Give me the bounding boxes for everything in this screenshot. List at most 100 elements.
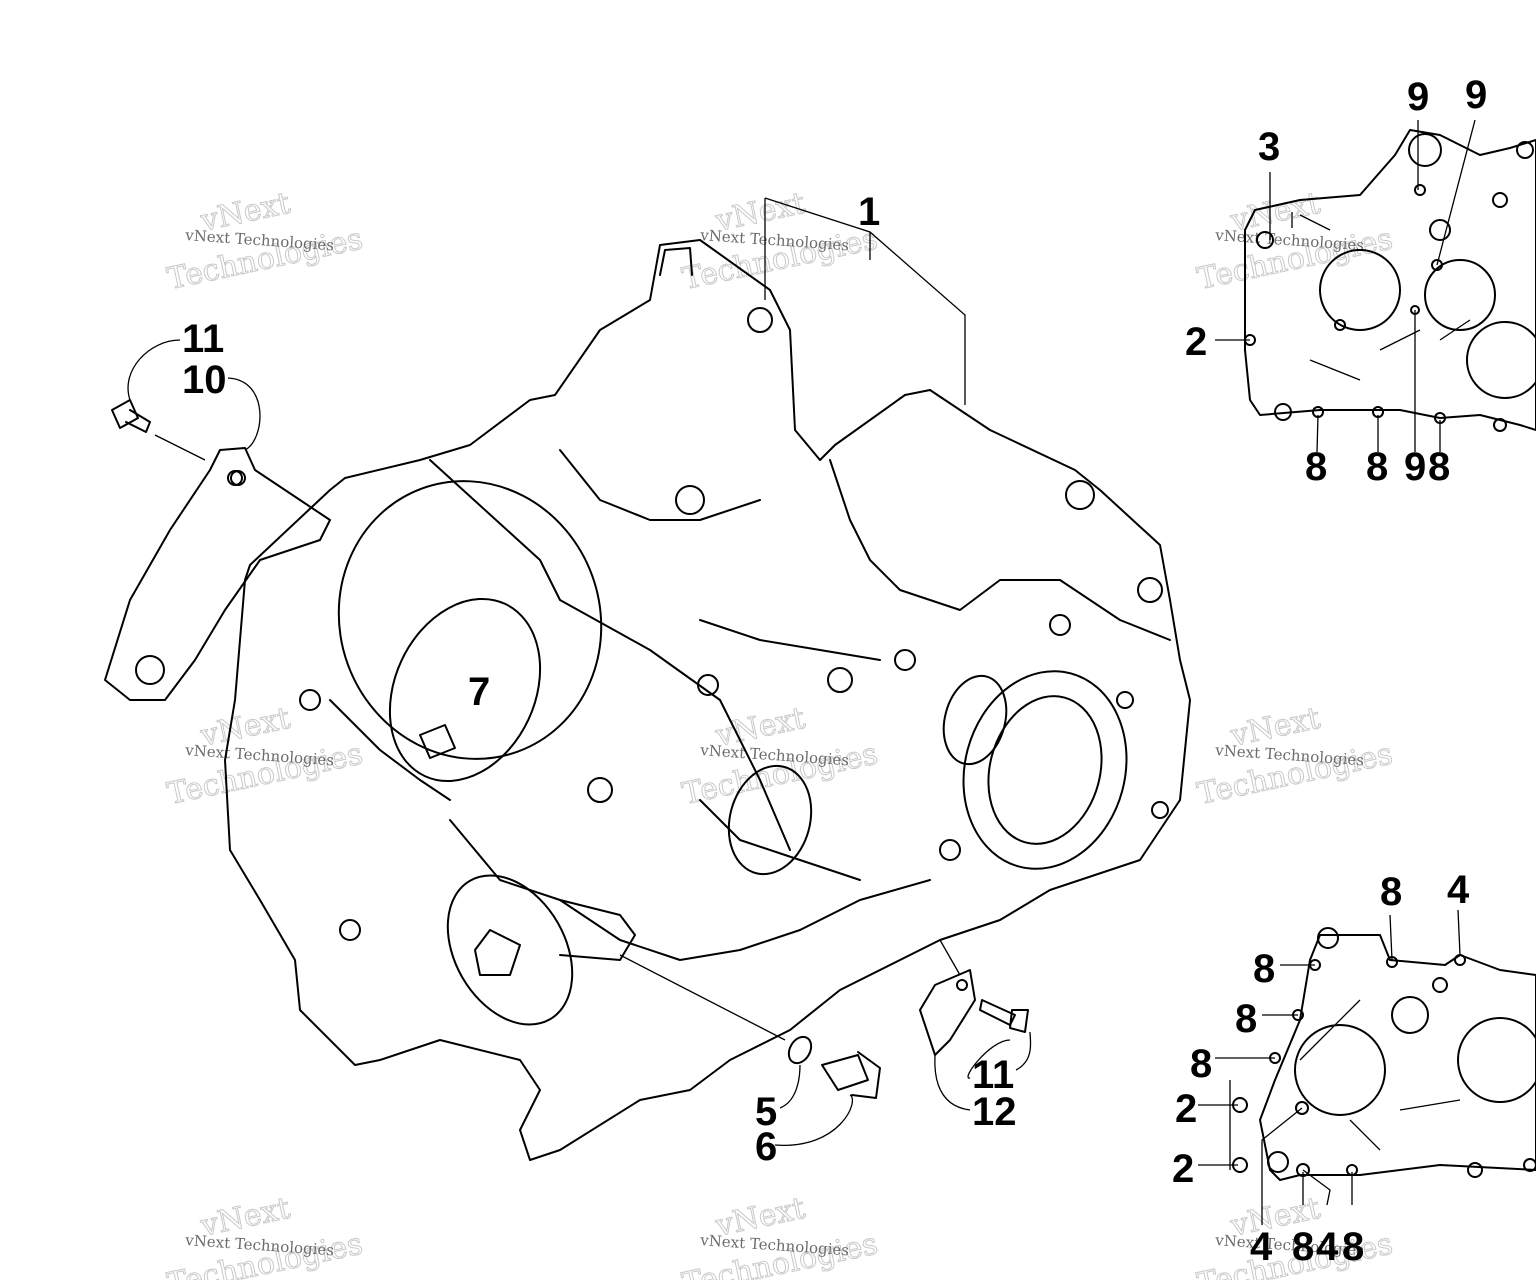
callout-11-lower: 11 [972, 1053, 1014, 1097]
bracket-bolt [111, 399, 151, 433]
bracket-hole [135, 655, 165, 685]
inset-bore [1457, 1017, 1536, 1103]
strainer-nipple [419, 724, 456, 759]
bracket-bolt-lower [979, 999, 1029, 1033]
inset-hole [1295, 1101, 1309, 1115]
inset-leaders [1198, 909, 1461, 1225]
engine-mount-bracket [104, 447, 331, 701]
drain-plug [821, 1051, 881, 1099]
bearing-bore [942, 674, 1008, 766]
boss-hole [747, 307, 773, 333]
inset-hole [1431, 259, 1443, 271]
callout-10: 10 [182, 358, 227, 402]
inset-hole [1429, 219, 1451, 241]
inset-bore [1424, 259, 1496, 331]
callout-2: 2 [1185, 320, 1207, 364]
callout-8: 8 [1190, 1042, 1212, 1086]
watermark-7: vNext Technologies vNext Technologies [164, 1190, 366, 1280]
boss-hole [675, 485, 705, 515]
inset-hole [1334, 319, 1346, 331]
callout-9: 9 [1465, 73, 1487, 117]
callout-labels: 1 11 10 7 5 6 11 12 3 9 9 2 8 8 9 8 8 4 … [182, 73, 1487, 1269]
watermark-3: vNext Technologies vNext Technologies [1194, 185, 1396, 297]
cylinder-bore [337, 480, 603, 760]
case-parting-line [429, 459, 791, 851]
boss-hole [299, 689, 321, 711]
watermark-6: vNext Technologies vNext Technologies [1194, 700, 1396, 812]
boss-hole [939, 839, 961, 861]
inset-hole [1493, 418, 1507, 432]
boss-hole [827, 667, 853, 693]
inset-hole [1267, 1151, 1289, 1173]
case-rib-3 [699, 619, 881, 661]
inset-hole [1516, 141, 1534, 159]
callout-8: 8 [1428, 445, 1450, 489]
callout-8: 8 [1292, 1225, 1314, 1269]
callout-2: 2 [1172, 1147, 1194, 1191]
crank-cavity [987, 695, 1103, 845]
boss-hole [1049, 614, 1071, 636]
callout-5: 5 [755, 1090, 777, 1134]
callout-12: 12 [972, 1090, 1017, 1134]
watermark-layer: vNext Technologies vNext Technologies vN… [164, 185, 1396, 1280]
watermark-8: vNext Technologies vNext Technologies [679, 1190, 881, 1280]
inset-hole [1274, 403, 1292, 421]
inset-bore [1391, 996, 1429, 1034]
inset-hole [1492, 192, 1508, 208]
inset-bottom-right [1198, 909, 1536, 1225]
callout-3: 3 [1258, 125, 1280, 169]
watermark-5: vNext Technologies vNext Technologies [679, 700, 881, 812]
boss-hole [1116, 691, 1134, 709]
leader-lines [127, 197, 1032, 1146]
watermark-4: vNext Technologies vNext Technologies [164, 700, 366, 812]
callout-7: 7 [468, 670, 490, 714]
boss-hole [1151, 801, 1169, 819]
boss-hole [697, 674, 719, 696]
callout-8: 8 [1235, 997, 1257, 1041]
left-case-outline [224, 239, 1191, 1161]
boss-hole [339, 919, 361, 941]
callout-4: 4 [1250, 1225, 1273, 1269]
inset-outline [1259, 934, 1536, 1181]
inset-hole [1467, 1162, 1483, 1178]
callout-2: 2 [1175, 1087, 1197, 1131]
boss-hole [1137, 577, 1163, 603]
watermark-1: vNext Technologies vNext Technologies [164, 185, 366, 297]
callout-1: 1 [858, 190, 880, 234]
crankcase-assembly [224, 239, 1191, 1161]
bracket-hole [227, 470, 243, 486]
case-lower-edge [449, 819, 931, 961]
callout-8: 8 [1253, 947, 1275, 991]
strainer-cover-plate [388, 597, 542, 783]
drain-boss-stud [474, 929, 521, 976]
case-inner-wall [829, 459, 1171, 641]
inset-top-right [1215, 119, 1536, 453]
inset-hole [1317, 927, 1339, 949]
inset-leaders [1215, 119, 1476, 453]
callout-11: 11 [182, 317, 224, 361]
bearing-bore-2 [727, 764, 813, 876]
case-rib-4 [699, 799, 861, 881]
inset-bore [1294, 1024, 1386, 1116]
callout-8: 8 [1305, 445, 1327, 489]
inset-hole [1523, 1158, 1536, 1172]
inset-bore [1319, 249, 1401, 331]
oil-tube [559, 899, 636, 961]
breather-nipple [659, 247, 693, 276]
inset-bore [1408, 133, 1442, 167]
washer [787, 1035, 813, 1065]
crank-cavity-outer [962, 670, 1128, 870]
boss-hole [1065, 480, 1095, 510]
case-rib-2 [329, 699, 451, 801]
callout-9: 9 [1407, 75, 1429, 119]
callout-6: 6 [755, 1125, 777, 1169]
inset-hole [1256, 231, 1274, 249]
inset-hole [1414, 184, 1426, 196]
inset-hole [1454, 954, 1466, 966]
callout-8: 8 [1342, 1225, 1364, 1269]
boss-hole [894, 649, 916, 671]
case-rib-1 [559, 449, 761, 521]
callout-8: 8 [1380, 870, 1402, 914]
